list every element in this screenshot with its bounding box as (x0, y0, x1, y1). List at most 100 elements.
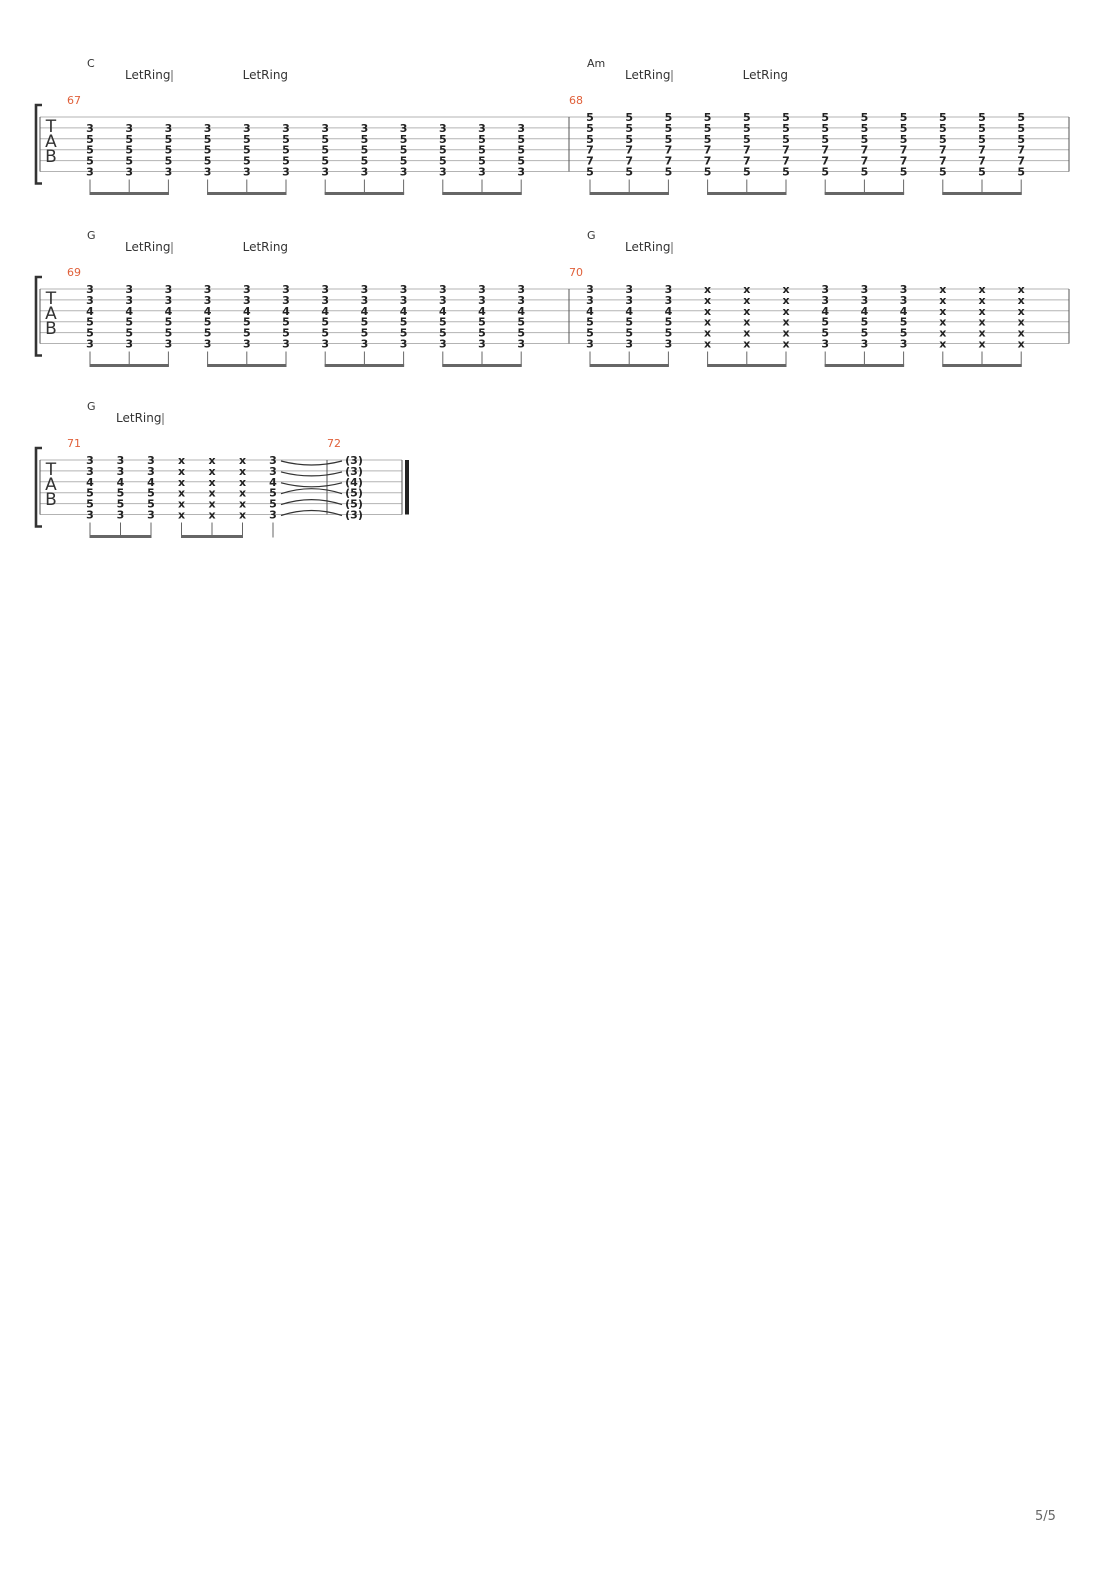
fret-number: 3 (269, 509, 277, 522)
fret-number: 5 (665, 327, 673, 340)
chord-symbol: Am (587, 57, 605, 70)
fret-number: 5 (900, 133, 908, 146)
fret-number: 5 (282, 133, 290, 146)
fret-number: 7 (625, 144, 633, 157)
fret-number: x (782, 316, 789, 329)
fret-number: x (178, 454, 185, 467)
fret-number: x (743, 327, 750, 340)
fret-number: 5 (243, 316, 251, 329)
fret-number: 5 (478, 133, 486, 146)
fret-number: 4 (125, 305, 133, 318)
fret-number: x (178, 498, 185, 511)
fret-number: 3 (439, 122, 447, 135)
tie-arc (280, 460, 343, 466)
chord-symbol: G (587, 229, 596, 242)
tab-clef-letter: B (45, 490, 57, 510)
fret-number: 3 (204, 122, 212, 135)
fret-number: 5 (282, 155, 290, 168)
fret-number: 5 (147, 498, 155, 511)
fret-number: 3 (861, 294, 869, 307)
fret-number: 3 (243, 294, 251, 307)
fret-number: x (1018, 338, 1025, 351)
fret-number: 7 (900, 155, 908, 168)
fret-number: 3 (625, 338, 633, 351)
fret-number: 5 (704, 122, 712, 135)
measure-number: 67 (67, 94, 81, 107)
fret-number: 3 (86, 294, 94, 307)
fret-number: 3 (117, 454, 125, 467)
fret-number: x (782, 327, 789, 340)
fret-number: 3 (361, 166, 369, 179)
fret-number: 3 (125, 122, 133, 135)
fret-number: 5 (204, 133, 212, 146)
fret-number: 5 (743, 166, 751, 179)
fret-number: 3 (86, 454, 94, 467)
fret-number: x (978, 283, 985, 296)
fret-number: 4 (321, 305, 329, 318)
fret-number: x (978, 305, 985, 318)
system-bracket (34, 103, 42, 185)
fret-number: 4 (204, 305, 212, 318)
fret-number: 4 (86, 476, 94, 489)
fret-number: 7 (861, 144, 869, 157)
fret-number: 3 (625, 283, 633, 296)
fret-number: 3 (243, 283, 251, 296)
fret-number: 7 (1017, 155, 1025, 168)
fret-number: 7 (978, 155, 986, 168)
fret-number: 3 (400, 294, 408, 307)
fret-number: 3 (282, 166, 290, 179)
fret-number: 3 (125, 294, 133, 307)
fret-number: 5 (978, 111, 986, 124)
fret-number: 5 (586, 327, 594, 340)
fret-number: x (782, 294, 789, 307)
fret-number: 5 (1017, 133, 1025, 146)
fret-number: 5 (517, 316, 525, 329)
fret-number: 3 (439, 166, 447, 179)
fret-number: 5 (439, 144, 447, 157)
fret-number: 3 (821, 338, 829, 351)
fret-number: 5 (478, 155, 486, 168)
fret-number: 5 (900, 166, 908, 179)
fret-number: 5 (861, 111, 869, 124)
chord-symbol: G (87, 400, 96, 413)
fret-number: 7 (821, 144, 829, 157)
fret-number: 5 (282, 327, 290, 340)
fret-number: 5 (243, 155, 251, 168)
fret-number: 5 (665, 111, 673, 124)
fret-number: 5 (86, 327, 94, 340)
fret-number: 3 (147, 454, 155, 467)
measure-number: 72 (327, 437, 341, 450)
fret-number: 3 (125, 166, 133, 179)
fret-number: 5 (704, 166, 712, 179)
let-ring-label: LetRing (743, 68, 788, 82)
fret-number: x (939, 305, 946, 318)
fret-number: 5 (586, 166, 594, 179)
tab-clef-letter: T (45, 117, 57, 137)
fret-number: 7 (821, 155, 829, 168)
fret-number: 5 (165, 327, 173, 340)
fret-number: 3 (204, 294, 212, 307)
fret-number: 4 (243, 305, 251, 318)
fret-number: x (939, 338, 946, 351)
fret-number: 7 (939, 155, 947, 168)
fret-number: x (178, 509, 185, 522)
tab-clef-letter: T (45, 460, 57, 480)
fret-number: 7 (900, 144, 908, 157)
fret-number: 5 (939, 133, 947, 146)
fret-number: 5 (117, 498, 125, 511)
fret-number: 4 (665, 305, 673, 318)
fret-number: (3) (345, 509, 363, 522)
fret-number: 3 (517, 338, 525, 351)
fret-number: 5 (1017, 166, 1025, 179)
fret-number: 5 (269, 498, 277, 511)
fret-number: 5 (165, 133, 173, 146)
fret-number: 4 (400, 305, 408, 318)
fret-number: x (239, 498, 246, 511)
fret-number: 3 (165, 122, 173, 135)
fret-number: 5 (400, 155, 408, 168)
fret-number: 5 (125, 316, 133, 329)
fret-number: 5 (439, 316, 447, 329)
tie-arc (280, 482, 343, 488)
fret-number: 3 (821, 294, 829, 307)
fret-number: 3 (321, 283, 329, 296)
